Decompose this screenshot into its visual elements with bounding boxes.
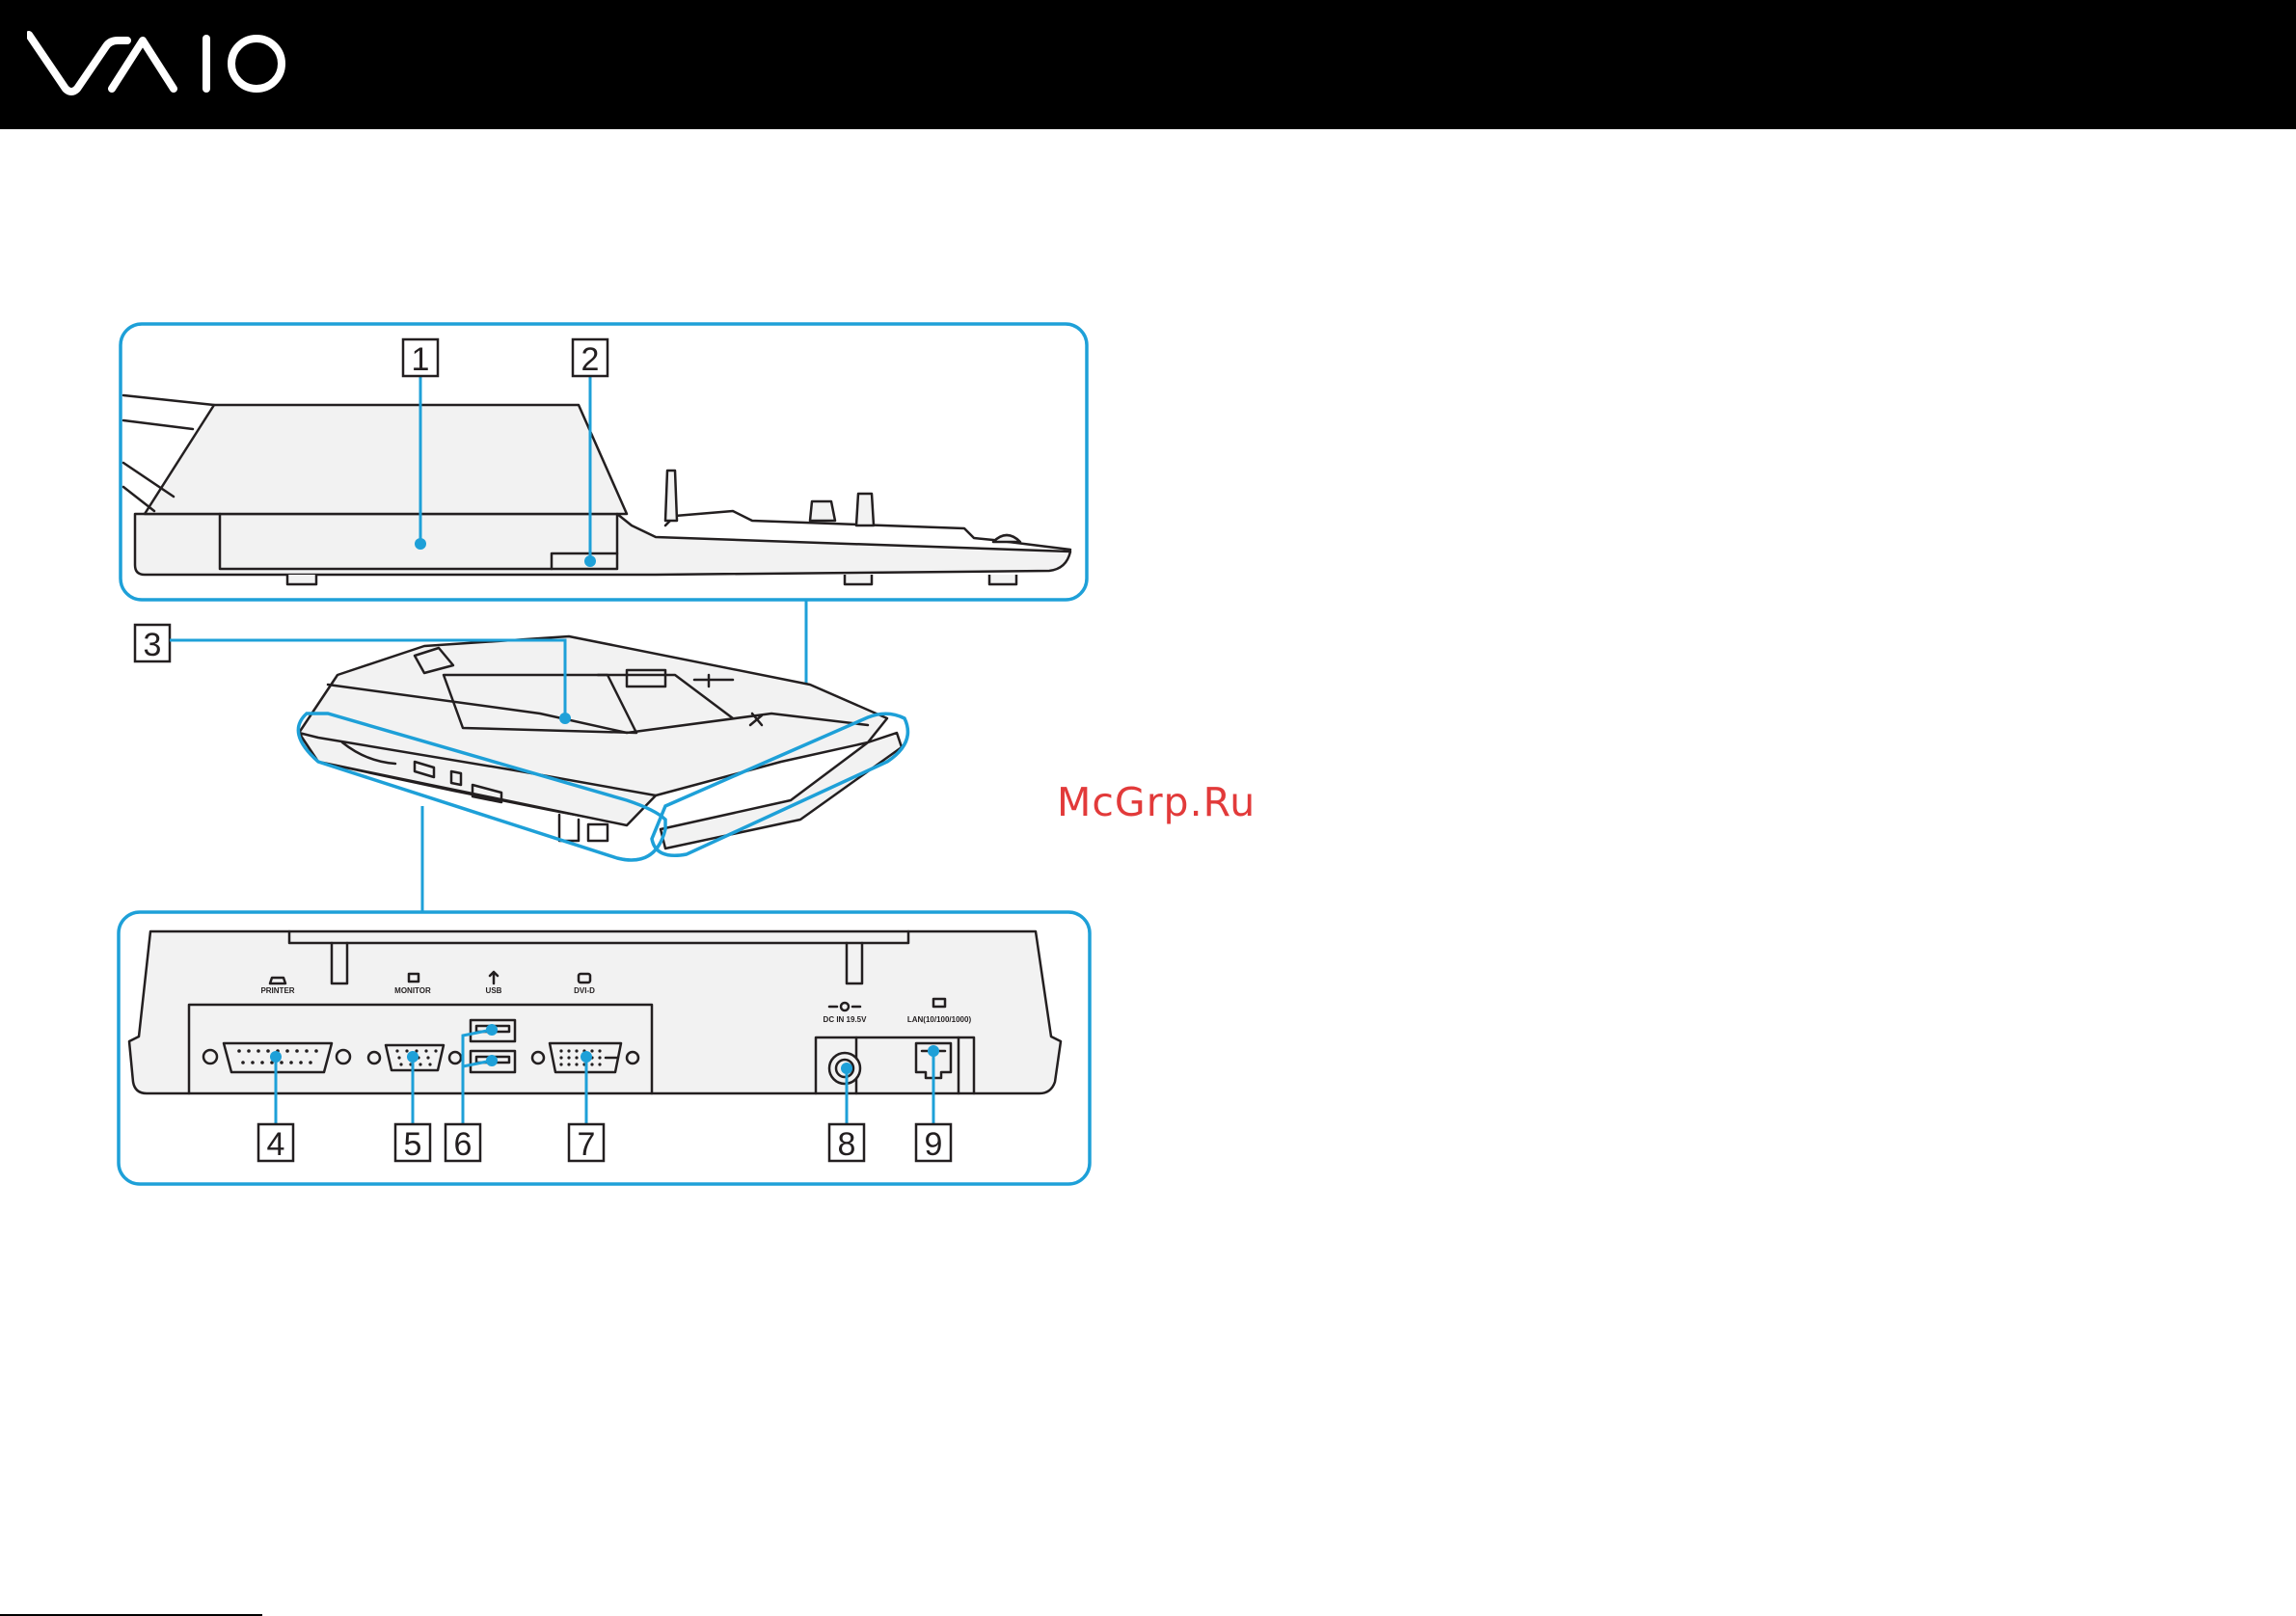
dock-base-shape (135, 514, 1070, 575)
isometric-view: 3 (135, 625, 907, 860)
callout-9: 9 (925, 1126, 943, 1163)
callout-6: 6 (454, 1126, 473, 1163)
usb-label: USB (486, 986, 502, 995)
callout-7: 7 (578, 1126, 596, 1163)
side-view-panel: 1 2 (121, 324, 1087, 600)
watermark: McGrp.Ru (1057, 779, 1256, 825)
callout-5: 5 (404, 1126, 422, 1163)
dvi-label: DVI-D (574, 986, 595, 995)
rear-view-panel: PRINTER MONITOR USB DVI-D (119, 912, 1090, 1184)
callout-1: 1 (412, 341, 430, 378)
lan-label: LAN(10/100/1000) (907, 1015, 972, 1024)
callout-4: 4 (267, 1126, 285, 1163)
battery-block (145, 405, 627, 514)
callout-3: 3 (144, 627, 162, 663)
callout-2: 2 (581, 341, 600, 378)
monitor-label: MONITOR (394, 986, 431, 995)
callout-8: 8 (838, 1126, 856, 1163)
printer-label: PRINTER (260, 986, 294, 995)
dc-in-label: DC IN 19.5V (824, 1015, 868, 1024)
